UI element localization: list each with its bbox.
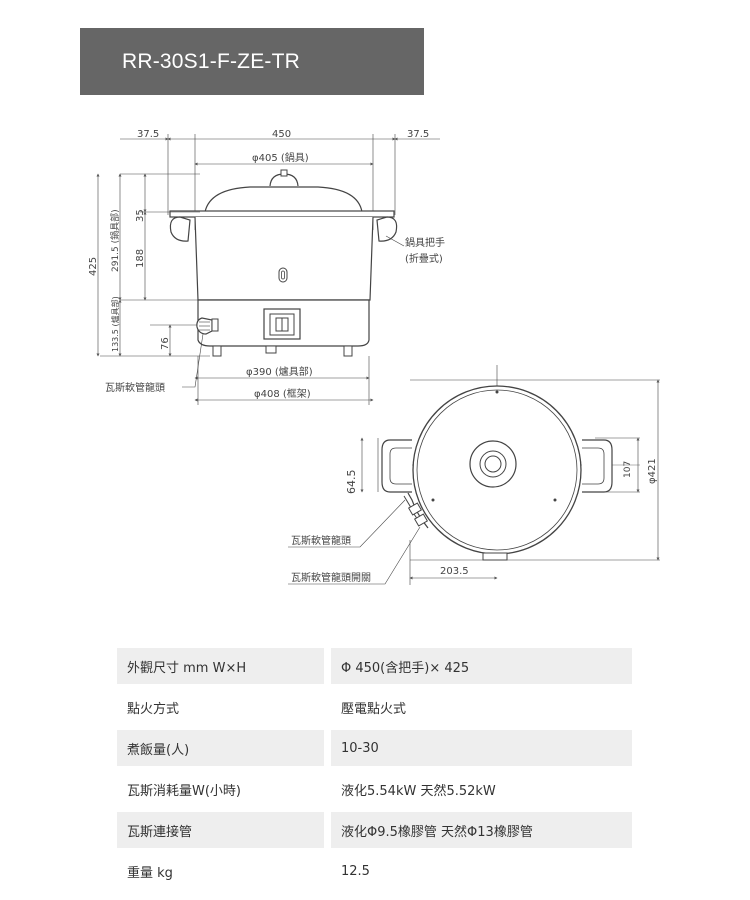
spec-value: 10-30 <box>331 730 632 766</box>
top-view <box>288 365 660 585</box>
label-hose-fitting: 瓦斯軟管龍頭 <box>105 381 165 394</box>
dim-valve-height: 76 <box>160 337 171 350</box>
label-hose-fitting-top: 瓦斯軟管龍頭 <box>291 534 351 547</box>
dim-total-width: 450 <box>272 129 291 140</box>
spec-table: 外觀尺寸 mm W×H Φ 450(含把手)× 425 點火方式 壓電點火式 煮… <box>117 648 632 889</box>
dim-height-total: 425 <box>88 257 99 276</box>
technical-drawing: 37.5 450 37.5 φ405 (鍋具) 425 291.5 (鍋具部) … <box>88 129 660 585</box>
spec-label: 重量 kg <box>127 865 173 881</box>
model-banner: RR-30S1-F-ZE-TR <box>80 28 424 95</box>
dim-left-handle: 37.5 <box>137 129 159 140</box>
dim-pot-diameter: φ405 (鍋具) <box>252 151 309 164</box>
spec-label: 瓦斯連接管 <box>117 812 324 848</box>
spec-row: 煮飯量(人) 10-30 <box>117 730 632 766</box>
spec-label: 外觀尺寸 mm W×H <box>117 648 324 684</box>
label-hose-switch: 瓦斯軟管龍頭開關 <box>291 571 371 584</box>
spec-value: 12.5 <box>341 863 370 879</box>
dim-depth: 203.5 <box>440 566 469 577</box>
dim-lid: 35 <box>135 209 146 222</box>
model-title: RR-30S1-F-ZE-TR <box>122 50 301 73</box>
label-handle-line2: (折疊式) <box>405 252 443 265</box>
front-view <box>96 134 440 405</box>
spec-row: 重量 kg 12.5 <box>117 853 632 889</box>
dim-burner-diameter: φ390 (爐具部) <box>246 365 313 378</box>
spec-value: 液化5.54kW 天然5.52kW <box>341 783 496 799</box>
spec-value: Φ 450(含把手)× 425 <box>331 648 632 684</box>
dim-body: 188 <box>135 249 146 268</box>
label-handle-line1: 鍋具把手 <box>405 236 445 249</box>
spec-row: 點火方式 壓電點火式 <box>117 689 632 725</box>
spec-label: 點火方式 <box>127 701 180 717</box>
dim-outer-diameter: φ421 <box>647 458 658 484</box>
dim-burner-height: 133.5 (爐具部) <box>110 296 120 352</box>
spec-label: 煮飯量(人) <box>117 730 324 766</box>
dim-frame-diameter: φ408 (框架) <box>254 387 311 400</box>
spec-row: 瓦斯消耗量W(小時) 液化5.54kW 天然5.52kW <box>117 771 632 807</box>
spec-label: 瓦斯消耗量W(小時) <box>127 783 241 799</box>
dim-top-offset: 64.5 <box>345 470 358 495</box>
dim-handle-width: 107 <box>623 461 633 478</box>
spec-value: 壓電點火式 <box>341 701 407 717</box>
dim-right-handle: 37.5 <box>407 129 429 140</box>
spec-row: 外觀尺寸 mm W×H Φ 450(含把手)× 425 <box>117 648 632 684</box>
spec-value: 液化Φ9.5橡膠管 天然Φ13橡膠管 <box>331 812 632 848</box>
dim-pot-height: 291.5 (鍋具部) <box>109 209 121 272</box>
spec-row: 瓦斯連接管 液化Φ9.5橡膠管 天然Φ13橡膠管 <box>117 812 632 848</box>
